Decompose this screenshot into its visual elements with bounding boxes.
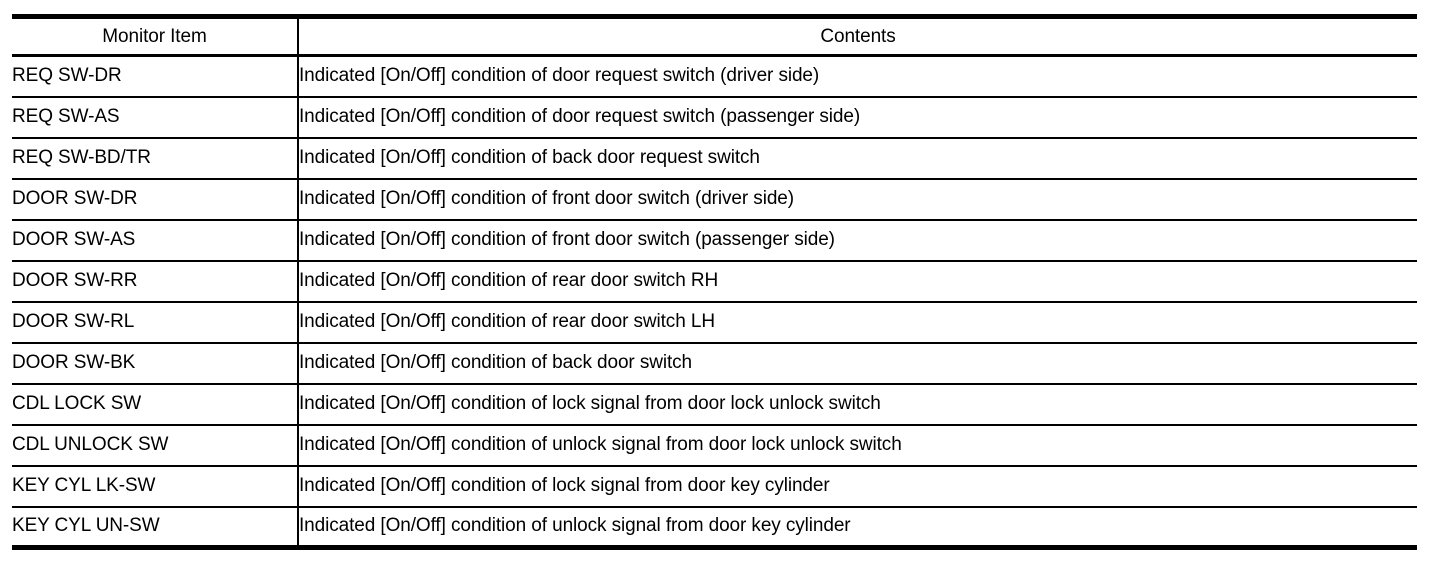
contents-cell: Indicated [On/Off] condition of front do…	[298, 219, 1417, 262]
column-header-contents: Contents	[298, 16, 1417, 57]
monitor-item-cell: REQ SW-DR	[12, 55, 299, 98]
contents-cell: Indicated [On/Off] condition of lock sig…	[298, 383, 1417, 426]
table-row: DOOR SW-DR Indicated [On/Off] condition …	[12, 178, 1417, 221]
table-row: KEY CYL UN-SW Indicated [On/Off] conditi…	[12, 506, 1417, 548]
table-body: REQ SW-DR Indicated [On/Off] condition o…	[12, 55, 1417, 548]
contents-cell: Indicated [On/Off] condition of back doo…	[298, 137, 1417, 180]
table-row: REQ SW-BD/TR Indicated [On/Off] conditio…	[12, 137, 1417, 180]
contents-cell: Indicated [On/Off] condition of unlock s…	[298, 424, 1417, 467]
monitor-item-cell: DOOR SW-DR	[12, 178, 299, 221]
monitor-item-cell: DOOR SW-BK	[12, 342, 299, 385]
contents-cell: Indicated [On/Off] condition of back doo…	[298, 342, 1417, 385]
monitor-item-cell: REQ SW-AS	[12, 96, 299, 139]
contents-cell: Indicated [On/Off] condition of lock sig…	[298, 465, 1417, 508]
contents-cell: Indicated [On/Off] condition of door req…	[298, 55, 1417, 98]
column-header-monitor-item: Monitor Item	[12, 16, 299, 57]
monitor-items-table: Monitor Item Contents REQ SW-DR Indicate…	[12, 14, 1417, 550]
contents-cell: Indicated [On/Off] condition of unlock s…	[299, 515, 851, 537]
table-header: Monitor Item Contents	[12, 16, 1417, 57]
table-row: CDL UNLOCK SW Indicated [On/Off] conditi…	[12, 424, 1417, 467]
table-row: REQ SW-DR Indicated [On/Off] condition o…	[12, 55, 1417, 98]
monitor-item-cell: DOOR SW-RR	[12, 260, 299, 303]
monitor-item-cell: DOOR SW-RL	[12, 301, 299, 344]
contents-cell: Indicated [On/Off] condition of front do…	[298, 178, 1417, 221]
monitor-item-cell: CDL LOCK SW	[12, 383, 299, 426]
table-row: CDL LOCK SW Indicated [On/Off] condition…	[12, 383, 1417, 426]
table-row: KEY CYL LK-SW Indicated [On/Off] conditi…	[12, 465, 1417, 508]
table-row: DOOR SW-BK Indicated [On/Off] condition …	[12, 342, 1417, 385]
contents-cell: Indicated [On/Off] condition of rear doo…	[298, 301, 1417, 344]
table-row: DOOR SW-AS Indicated [On/Off] condition …	[12, 219, 1417, 262]
table-row: DOOR SW-RR Indicated [On/Off] condition …	[12, 260, 1417, 303]
table-row: DOOR SW-RL Indicated [On/Off] condition …	[12, 301, 1417, 344]
monitor-item-cell: REQ SW-BD/TR	[12, 137, 299, 180]
contents-cell: Indicated [On/Off] condition of rear doo…	[298, 260, 1417, 303]
monitor-item-cell: KEY CYL LK-SW	[12, 465, 299, 508]
monitor-item-cell: CDL UNLOCK SW	[12, 424, 299, 467]
monitor-item-cell: DOOR SW-AS	[12, 219, 299, 262]
monitor-item-cell: KEY CYL UN-SW	[12, 506, 299, 548]
contents-cell: Indicated [On/Off] condition of door req…	[298, 96, 1417, 139]
header-row: Monitor Item Contents	[12, 16, 1417, 57]
table-row: REQ SW-AS Indicated [On/Off] condition o…	[12, 96, 1417, 139]
